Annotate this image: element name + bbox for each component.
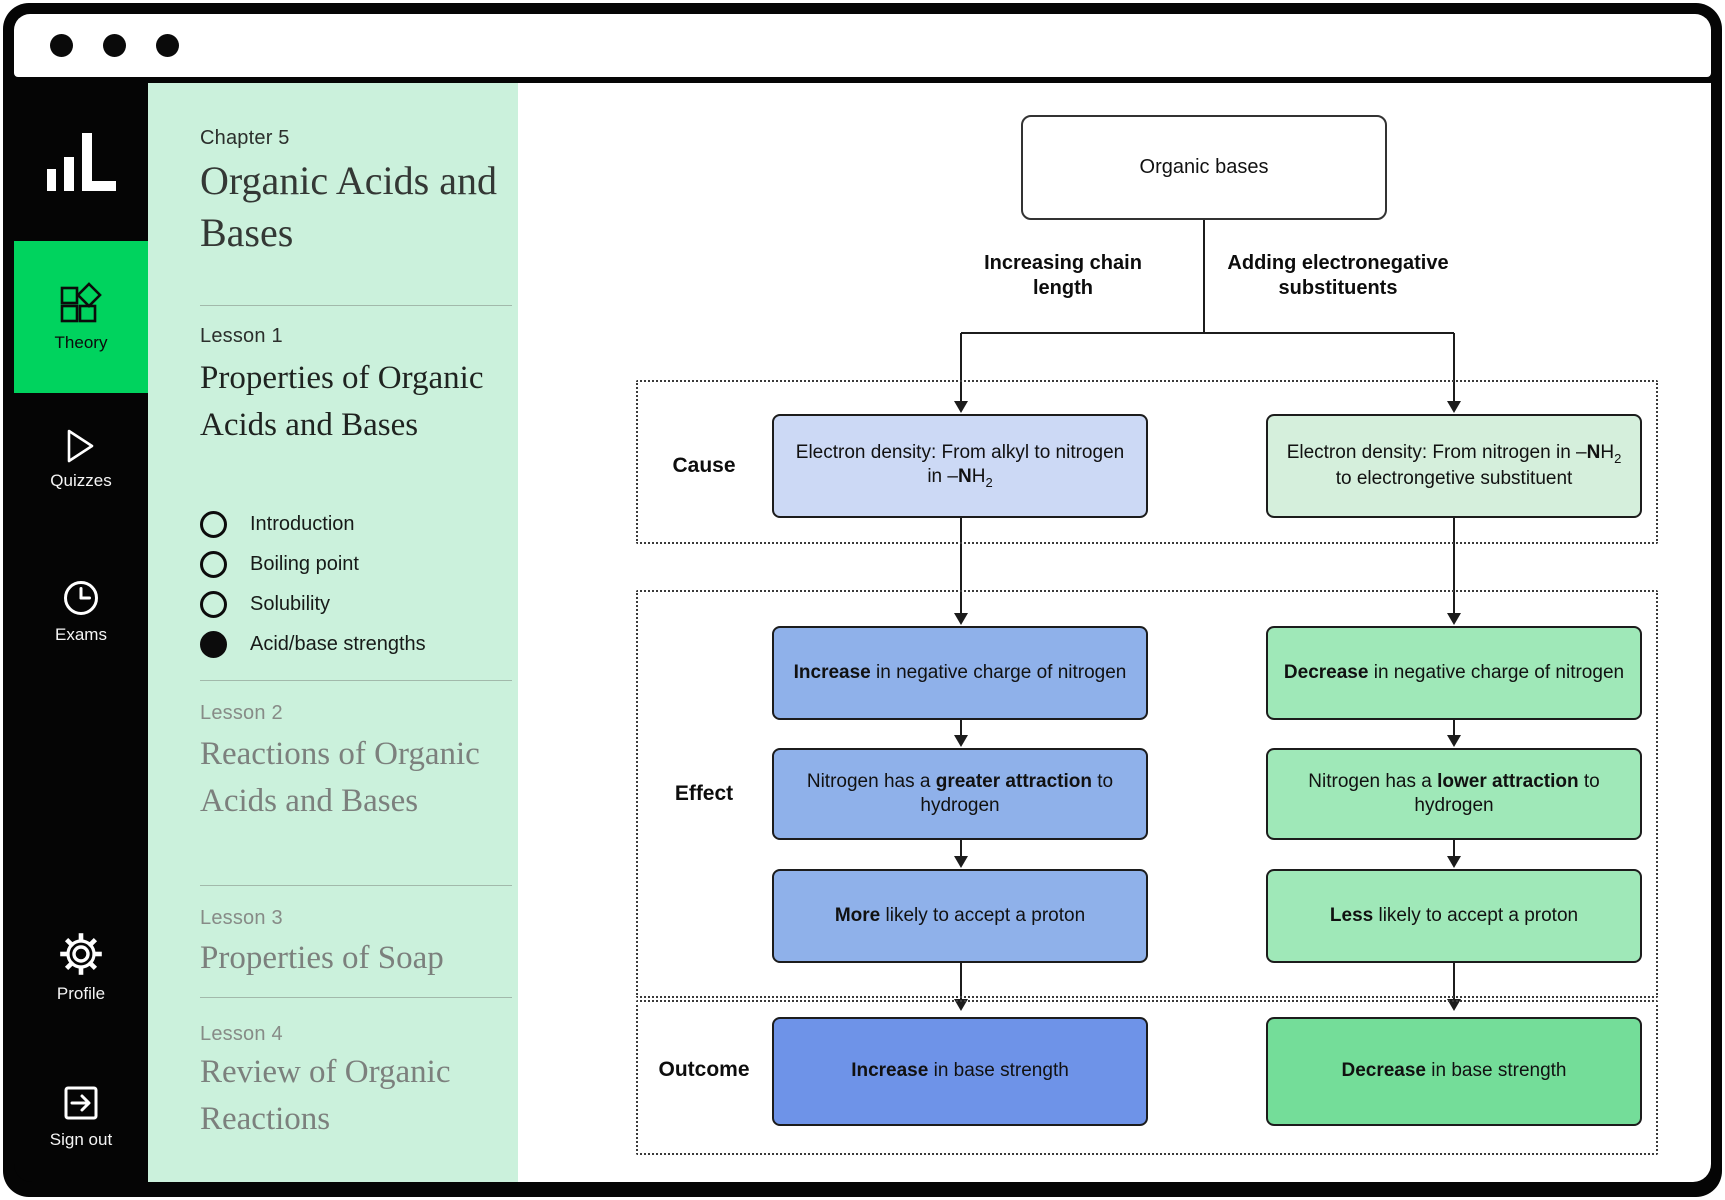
effect-node-left-1: Increase in negative charge of nitrogen xyxy=(772,626,1148,720)
branch-label-electronegative: Adding electronegative substituents xyxy=(1227,252,1449,299)
nav-rail: Theory Quizzes Exams xyxy=(14,83,148,1182)
bar-chart-logo-icon xyxy=(47,133,116,191)
clock-icon xyxy=(61,578,101,618)
rail-item-label: Exams xyxy=(55,625,107,644)
effect-node-left-2: Nitrogen has a greater attraction to hyd… xyxy=(772,748,1148,840)
effect-node-right-2: Nitrogen has a lower attraction to hydro… xyxy=(1266,748,1642,840)
lesson-sidebar: Chapter 5 Organic Acids and Bases Lesson… xyxy=(148,83,518,1182)
lesson-section-acid-base-strengths[interactable]: Acid/base strengths xyxy=(200,629,500,659)
bar-chart-logo xyxy=(14,131,148,191)
section-label: Introduction xyxy=(250,512,355,535)
divider xyxy=(200,305,512,306)
radio-circle-icon xyxy=(200,590,227,618)
section-label: Solubility xyxy=(250,592,331,615)
row-label-cause: Cause xyxy=(672,454,736,477)
play-icon xyxy=(65,428,97,464)
cause-node-left: Electron density: From alkyl to nitrogen… xyxy=(772,414,1148,518)
lesson-3-kicker: Lesson 3 xyxy=(200,907,283,929)
lesson-1-kicker: Lesson 1 xyxy=(200,325,283,347)
rail-item-label: Theory xyxy=(54,332,108,352)
window-control-dot[interactable] xyxy=(50,34,73,57)
row-label-effect: Effect xyxy=(674,782,734,805)
sidebar-item-signout[interactable]: Sign out xyxy=(14,1083,148,1150)
row-label-outcome: Outcome xyxy=(658,1058,750,1081)
effect-row-container xyxy=(636,590,1658,998)
rail-item-label: Profile xyxy=(56,984,106,1003)
outcome-row-container xyxy=(636,1000,1658,1155)
radio-circle-icon xyxy=(200,550,227,578)
chapter-title: Organic Acids and Bases xyxy=(200,158,497,255)
lesson-section-boiling-point[interactable]: Boiling point xyxy=(200,549,500,579)
lesson-4-kicker: Lesson 4 xyxy=(200,1023,283,1045)
divider xyxy=(200,885,512,886)
sidebar-item-exams[interactable]: Exams xyxy=(14,578,148,645)
window-control-dot[interactable] xyxy=(156,34,179,57)
flowchart-root-node: Organic bases xyxy=(1021,115,1387,220)
sidebar-item-profile[interactable]: Profile xyxy=(14,931,148,1004)
branch-label-chain-length: Increasing chain length xyxy=(984,252,1142,299)
divider xyxy=(200,680,512,681)
app-window: Theory Quizzes Exams xyxy=(3,3,1722,1197)
effect-node-left-3: More likely to accept a proton xyxy=(772,869,1148,963)
outcome-node-right: Decrease in base strength xyxy=(1266,1017,1642,1126)
sidebar-item-theory[interactable]: Theory xyxy=(14,241,148,393)
theory-blocks-icon xyxy=(58,281,104,326)
cause-row-container xyxy=(636,380,1658,544)
lesson-section-introduction[interactable]: Introduction xyxy=(200,509,500,539)
lesson-1-title[interactable]: Properties of Organic Acids and Bases xyxy=(200,360,484,443)
section-label: Acid/base strengths xyxy=(250,632,426,655)
radio-circle-icon xyxy=(200,510,227,538)
effect-node-right-1: Decrease in negative charge of nitrogen xyxy=(1266,626,1642,720)
radio-filled-icon xyxy=(200,630,227,658)
rail-item-label: Quizzes xyxy=(50,471,112,490)
window-control-dot[interactable] xyxy=(103,34,126,57)
outcome-node-left: Increase in base strength xyxy=(772,1017,1148,1126)
section-label: Boiling point xyxy=(250,552,359,575)
divider xyxy=(200,997,512,998)
lesson-3-title[interactable]: Properties of Soap xyxy=(200,940,444,976)
lesson-4-title[interactable]: Review of Organic Reactions xyxy=(200,1054,451,1137)
window-content: Theory Quizzes Exams xyxy=(14,83,1711,1182)
chapter-kicker: Chapter 5 xyxy=(200,127,290,149)
signout-arrow-icon xyxy=(61,1083,101,1123)
cause-node-right: Electron density: From nitrogen in –NH2 … xyxy=(1266,414,1642,518)
flowchart-connectors xyxy=(954,220,1461,1011)
flowchart-canvas: Organic bases Increasing chain length Ad… xyxy=(518,83,1711,1182)
rail-item-label: Sign out xyxy=(49,1130,113,1149)
lesson-2-kicker: Lesson 2 xyxy=(200,702,283,724)
window-titlebar xyxy=(14,14,1711,77)
effect-node-right-3: Less likely to accept a proton xyxy=(1266,869,1642,963)
gear-icon xyxy=(58,931,104,977)
lesson-2-title[interactable]: Reactions of Organic Acids and Bases xyxy=(200,736,480,819)
sidebar-item-quizzes[interactable]: Quizzes xyxy=(14,428,148,491)
lesson-section-solubility[interactable]: Solubility xyxy=(200,589,500,619)
